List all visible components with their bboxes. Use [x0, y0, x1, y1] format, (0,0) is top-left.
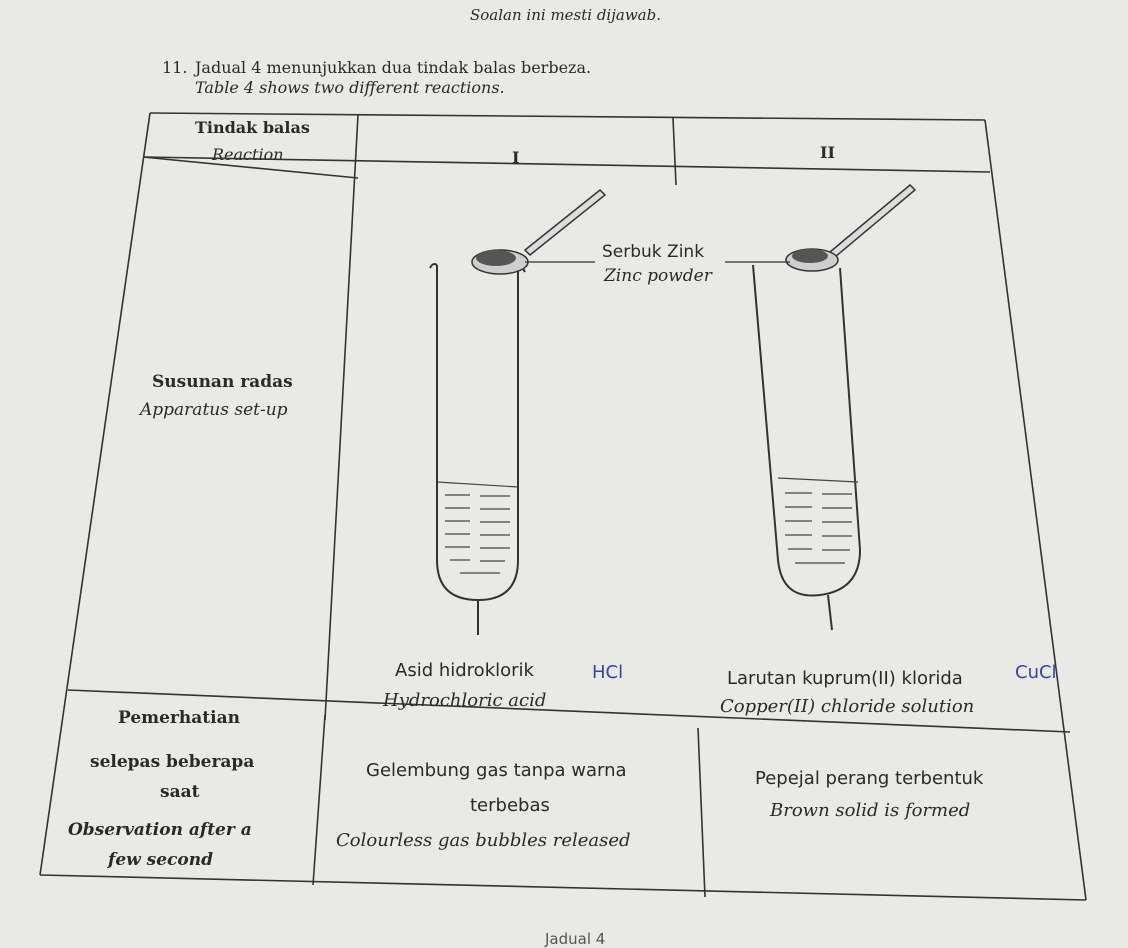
question-number: 11. [162, 58, 188, 77]
observation-1-en: Colourless gas bubbles released [336, 830, 631, 851]
observation-1-ms-line2: terbebas [470, 795, 550, 816]
header-col-2: II [820, 143, 835, 162]
observation-label-ms-1: Pemerhatian [118, 708, 240, 728]
observation-2-en: Brown solid is formed [770, 800, 971, 821]
zinc-powder-label-en: Zinc powder [604, 266, 712, 286]
zinc-powder-2 [792, 249, 828, 263]
question-text-ms: Jadual 4 menunjukkan dua tindak balas be… [195, 58, 592, 77]
apparatus-label-en: Apparatus set-up [140, 400, 288, 420]
instruction-text: Soalan ini mesti dijawab. [470, 6, 661, 24]
apparatus-label-ms: Susunan radas [152, 372, 293, 392]
solution-2-label-ms: Larutan kuprum(II) klorida [727, 668, 963, 689]
observation-1-ms-line1: Gelembung gas tanpa warna [366, 760, 627, 781]
zinc-powder-label-ms: Serbuk Zink [602, 242, 705, 262]
spatula-1 [471, 188, 607, 275]
observation-label-en-2: few second [108, 850, 214, 870]
solution-1-handwritten: HCl [592, 662, 624, 683]
header-col-1: I [512, 148, 520, 167]
question-text-en: Table 4 shows two different reactions. [195, 78, 505, 97]
header-reaction-ms: Tindak balas [195, 118, 310, 137]
zinc-powder-1 [476, 250, 516, 266]
table-caption: Jadual 4 [545, 930, 606, 948]
observation-label-en-1: Observation after a [68, 820, 252, 840]
observation-label-ms-2: selepas beberapa [90, 752, 255, 772]
test-tube-1 [429, 263, 526, 635]
observation-label-ms-3: saat [160, 782, 200, 802]
spatula-2 [785, 183, 917, 272]
test-tube-2 [752, 264, 862, 631]
solution-1-label-en: Hydrochloric acid [383, 690, 547, 711]
solution-2-label-en: Copper(II) chloride solution [720, 696, 975, 717]
observation-2-ms: Pepejal perang terbentuk [755, 768, 984, 789]
solution-2-handwritten: CuCl [1015, 662, 1057, 683]
header-reaction-en: Reaction [212, 145, 284, 164]
solution-1-label-ms: Asid hidroklorik [395, 660, 534, 681]
